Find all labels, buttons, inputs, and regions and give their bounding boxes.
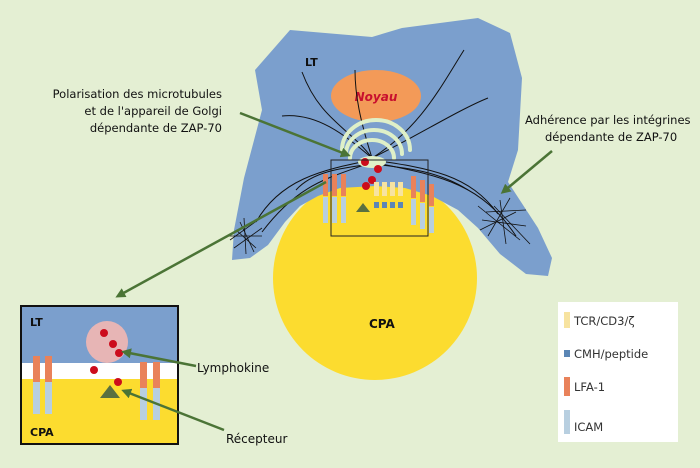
inset-lt-label: LT	[30, 316, 43, 329]
noyau-label: Noyau	[355, 90, 398, 104]
inset-frame	[20, 305, 179, 445]
lymphokine-vesicle	[86, 321, 128, 363]
zoom-arrow	[115, 180, 327, 298]
polarisation-annotation: Polarisation des microtubules et de l'ap…	[53, 87, 222, 135]
legend-box	[558, 302, 678, 442]
legend-swatch-cmh	[564, 350, 570, 357]
lfa1-icam-pairs-left	[323, 174, 346, 223]
adherence-line-1: Adhérence par les intégrines	[525, 113, 691, 127]
lymphokine-granules	[90, 329, 123, 386]
secretory-granules	[361, 158, 382, 190]
inset-receptor	[100, 385, 120, 398]
adherence-arrow	[500, 150, 553, 194]
legend-swatch-icam	[564, 410, 570, 434]
synapse-inset: LT CPA	[20, 305, 179, 445]
polarisation-arrow	[239, 111, 351, 158]
recepteur-arrow	[121, 388, 225, 432]
synapse-zoom-box	[330, 159, 429, 237]
lfa1-icam-pairs-right	[411, 176, 434, 233]
polarisation-line-1: Polarisation des microtubules	[53, 87, 222, 101]
inset-cpa-label: CPA	[30, 426, 54, 439]
integrin-adhesion-right	[477, 197, 531, 245]
golgi-apparatus	[340, 118, 412, 160]
nucleus	[331, 70, 421, 122]
lt-label: LT	[305, 56, 318, 69]
adherence-line-2: dépendante de ZAP-70	[545, 130, 677, 144]
tcr-cmh-cluster	[374, 182, 403, 208]
legend-label-icam: ICAM	[574, 420, 603, 434]
legend-swatch-lfa1	[564, 377, 570, 396]
adherence-annotation: Adhérence par les intégrines dépendante …	[525, 113, 691, 144]
legend: TCR/CD3/ζ CMH/peptide LFA-1 ICAM	[558, 302, 678, 442]
polarisation-line-2: et de l'appareil de Golgi	[84, 104, 222, 118]
legend-label-lfa1: LFA-1	[574, 380, 605, 394]
legend-swatch-tcr	[564, 312, 570, 328]
polarisation-line-3: dépendante de ZAP-70	[90, 121, 222, 135]
recepteur-label: Récepteur	[226, 432, 287, 446]
legend-label-cmh: CMH/peptide	[574, 347, 648, 361]
legend-label-tcr: TCR/CD3/ζ	[573, 314, 635, 328]
cpa-label: CPA	[369, 317, 396, 331]
receptor-triangle	[356, 203, 370, 212]
lymphokine-label: Lymphokine	[197, 361, 269, 375]
cpa-cell	[273, 176, 477, 380]
lymphokine-arrow	[121, 348, 197, 368]
